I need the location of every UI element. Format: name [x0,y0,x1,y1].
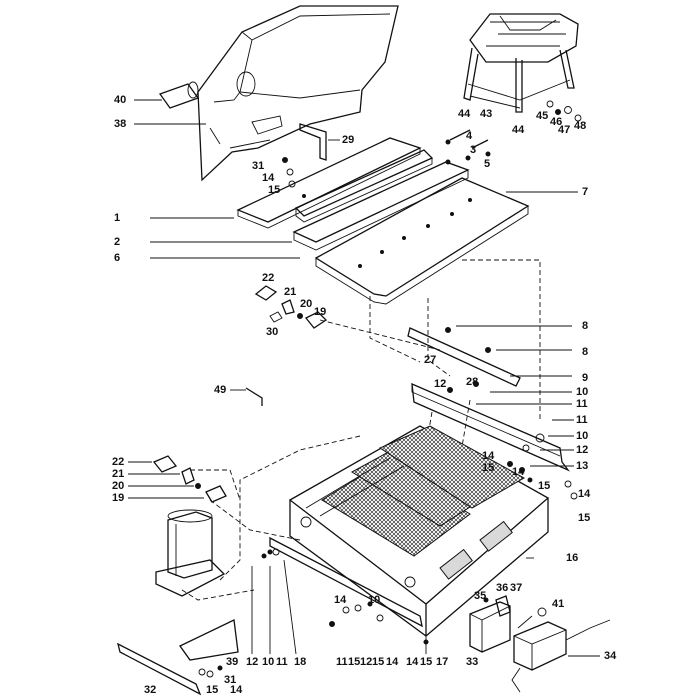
part-label-49: 49 [214,384,227,396]
part-label-14: 14 [334,594,347,606]
part-label-46: 46 [550,116,563,128]
part-label-45: 45 [536,110,549,122]
part-label-17: 17 [436,656,449,668]
dust-hood [197,5,399,182]
part-label-43: 43 [480,108,493,120]
part-label-34: 34 [604,650,617,662]
part-label-47: 47 [558,124,571,136]
part-label-12: 12 [360,656,373,668]
upper-rail [407,327,521,387]
part-label-29: 29 [342,134,355,146]
part-label-15: 15 [372,656,385,668]
part-label-15: 15 [538,480,551,492]
part-label-14: 14 [482,450,495,462]
part-label-21: 21 [284,286,297,298]
power-unit [511,607,611,693]
part-label-40: 40 [114,94,127,106]
part-label-15: 15 [206,684,219,696]
part-label-22: 22 [262,272,275,284]
insert-strip-2 [294,149,434,223]
part-label-3: 3 [470,144,477,156]
main-table-7 [314,177,530,305]
part-label-11: 11 [576,414,588,426]
switch-box [469,595,511,653]
part-label-7: 7 [582,186,589,198]
part-label-39: 39 [226,656,239,668]
part-label-14: 14 [230,684,243,696]
part-label-27: 27 [424,354,437,366]
table-plate-6 [292,161,470,251]
side-bar [261,536,429,645]
part-label-33: 33 [466,656,479,668]
stand [463,13,582,122]
leader-lines [128,99,600,657]
part-label-18: 18 [294,656,307,668]
part-label-22: 22 [112,456,125,468]
part-label-5: 5 [484,158,491,170]
part-label-6: 6 [114,252,121,264]
part-label-13: 13 [576,460,589,472]
part-label-28: 28 [466,376,479,388]
dust-port [158,81,200,109]
fence-bracket [179,619,239,661]
hood-bracket [299,123,327,161]
part-label-11: 11 [576,398,588,410]
part-label-12: 12 [576,444,589,456]
part-label-30: 30 [266,326,279,338]
part-label-31: 31 [252,160,265,172]
part-label-20: 20 [300,298,313,310]
part-label-8: 8 [582,320,589,332]
part-label-14: 14 [512,466,525,478]
guide-rail [117,642,223,696]
part-label-12: 12 [434,378,447,390]
part-label-44: 44 [512,124,525,136]
part-label-8: 8 [582,346,589,358]
part-label-31: 31 [224,674,237,686]
part-label-19: 19 [314,306,327,318]
part-label-10: 10 [368,594,381,606]
base-box [288,425,550,637]
part-label-36: 36 [496,582,509,594]
part-label-4: 4 [466,130,473,142]
motor-housing [155,509,226,597]
part-label-38: 38 [114,118,127,130]
part-label-15: 15 [420,656,433,668]
part-label-44: 44 [458,108,471,120]
part-label-10: 10 [576,430,589,442]
part-label-12: 12 [246,656,259,668]
part-label-15: 15 [268,184,281,196]
part-label-10: 10 [262,656,275,668]
table-fasteners [445,129,491,165]
hood-fasteners [282,157,296,188]
part-label-32: 32 [144,684,157,696]
part-label-20: 20 [112,480,125,492]
clamp-parts-upper [254,285,328,329]
part-label-15: 15 [348,656,361,668]
part-label-35: 35 [474,590,487,602]
part-label-15: 15 [482,462,495,474]
clamp-parts-lower [152,455,227,503]
part-label-14: 14 [386,656,399,668]
part-label-19: 19 [112,492,125,504]
part-label-14: 14 [262,172,275,184]
hex-key [245,387,263,406]
part-label-11: 11 [276,656,288,668]
assembly-guide-lines [181,259,541,601]
part-label-21: 21 [112,468,125,480]
part-label-10: 10 [576,386,589,398]
part-label-14: 14 [578,488,591,500]
part-label-9: 9 [582,372,589,384]
part-label-1: 1 [114,212,121,224]
part-label-2: 2 [114,236,121,248]
part-label-37: 37 [510,582,523,594]
part-label-48: 48 [574,120,587,132]
part-label-11: 11 [336,656,348,668]
part-label-15: 15 [578,512,591,524]
part-label-41: 41 [552,598,565,610]
part-label-14: 14 [406,656,419,668]
part-label-16: 16 [566,552,579,564]
